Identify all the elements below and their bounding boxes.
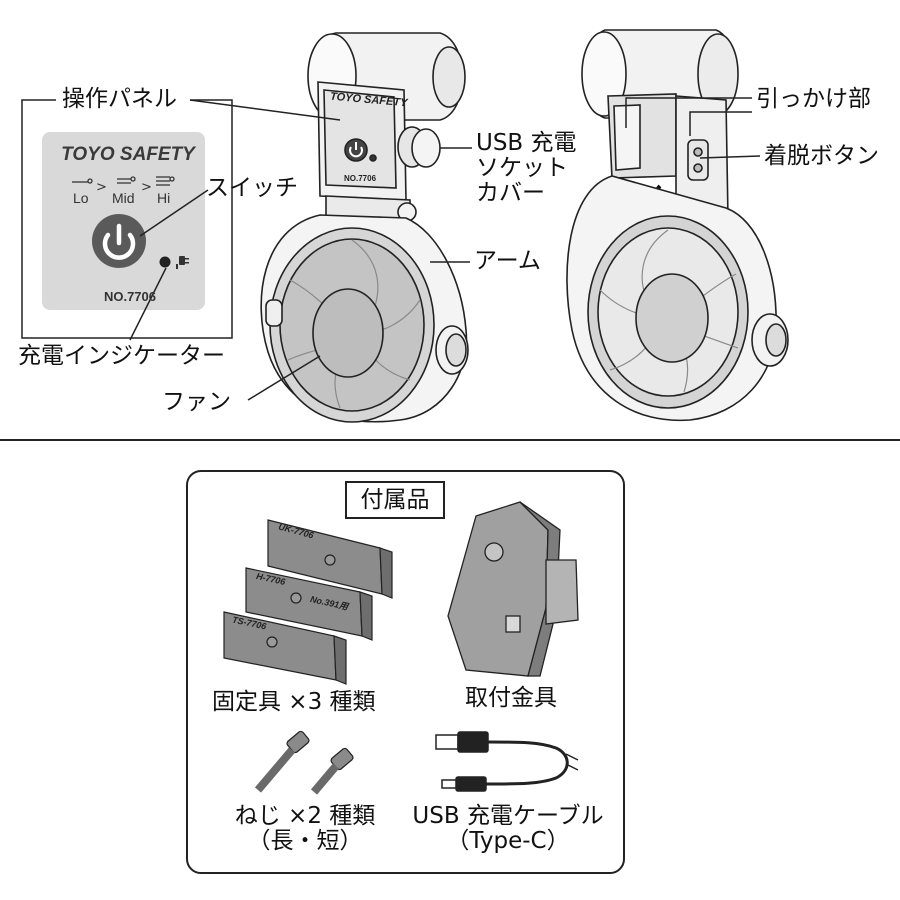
speed-icons [72, 176, 175, 186]
power-switch-closeup [92, 214, 146, 268]
label-fan: ファン [162, 389, 231, 415]
usb-cable [435, 731, 579, 792]
charge-indicator-led [159, 256, 171, 268]
speed-lo-label: Lo [73, 190, 89, 206]
fixture-brackets [223, 519, 393, 685]
speed-hi-label: Hi [157, 190, 171, 206]
label-fixtures: 固定具 ×3 種類 [212, 689, 376, 715]
speed-separator: > [141, 180, 152, 195]
panel-brand: TOYO SAFETY [61, 144, 195, 165]
label-arm: アーム [474, 248, 541, 274]
control-panel-callout-frame [21, 99, 233, 339]
plug-icon [176, 256, 189, 269]
fan-front-view [260, 32, 469, 423]
label-usb-cable: USB 充電ケーブル （Type-C） [412, 803, 604, 854]
label-switch: スイッチ [206, 175, 298, 201]
label-control-panel: 操作パネル [62, 86, 177, 112]
mounting-bracket [447, 501, 579, 677]
screws [254, 730, 354, 795]
label-screws: ねじ ×2 種類 （長・短） [234, 803, 376, 854]
device-model: NO.7706 [344, 174, 377, 183]
leader-lines [129, 97, 761, 401]
speed-separator: > [96, 180, 107, 195]
fan-back-view [566, 29, 789, 422]
label-usb-cover: USB 充電 ソケット カバー [476, 130, 577, 206]
panel-model-number: NO.7706 [103, 289, 157, 304]
speed-mid-label: Mid [112, 190, 135, 206]
label-charge-indicator: 充電インジケーター [18, 343, 225, 369]
label-mount: 取付金具 [465, 685, 557, 711]
label-hook: 引っかけ部 [756, 86, 871, 112]
accessories-title: 付属品 [345, 481, 445, 519]
label-release-button: 着脱ボタン [764, 143, 879, 169]
